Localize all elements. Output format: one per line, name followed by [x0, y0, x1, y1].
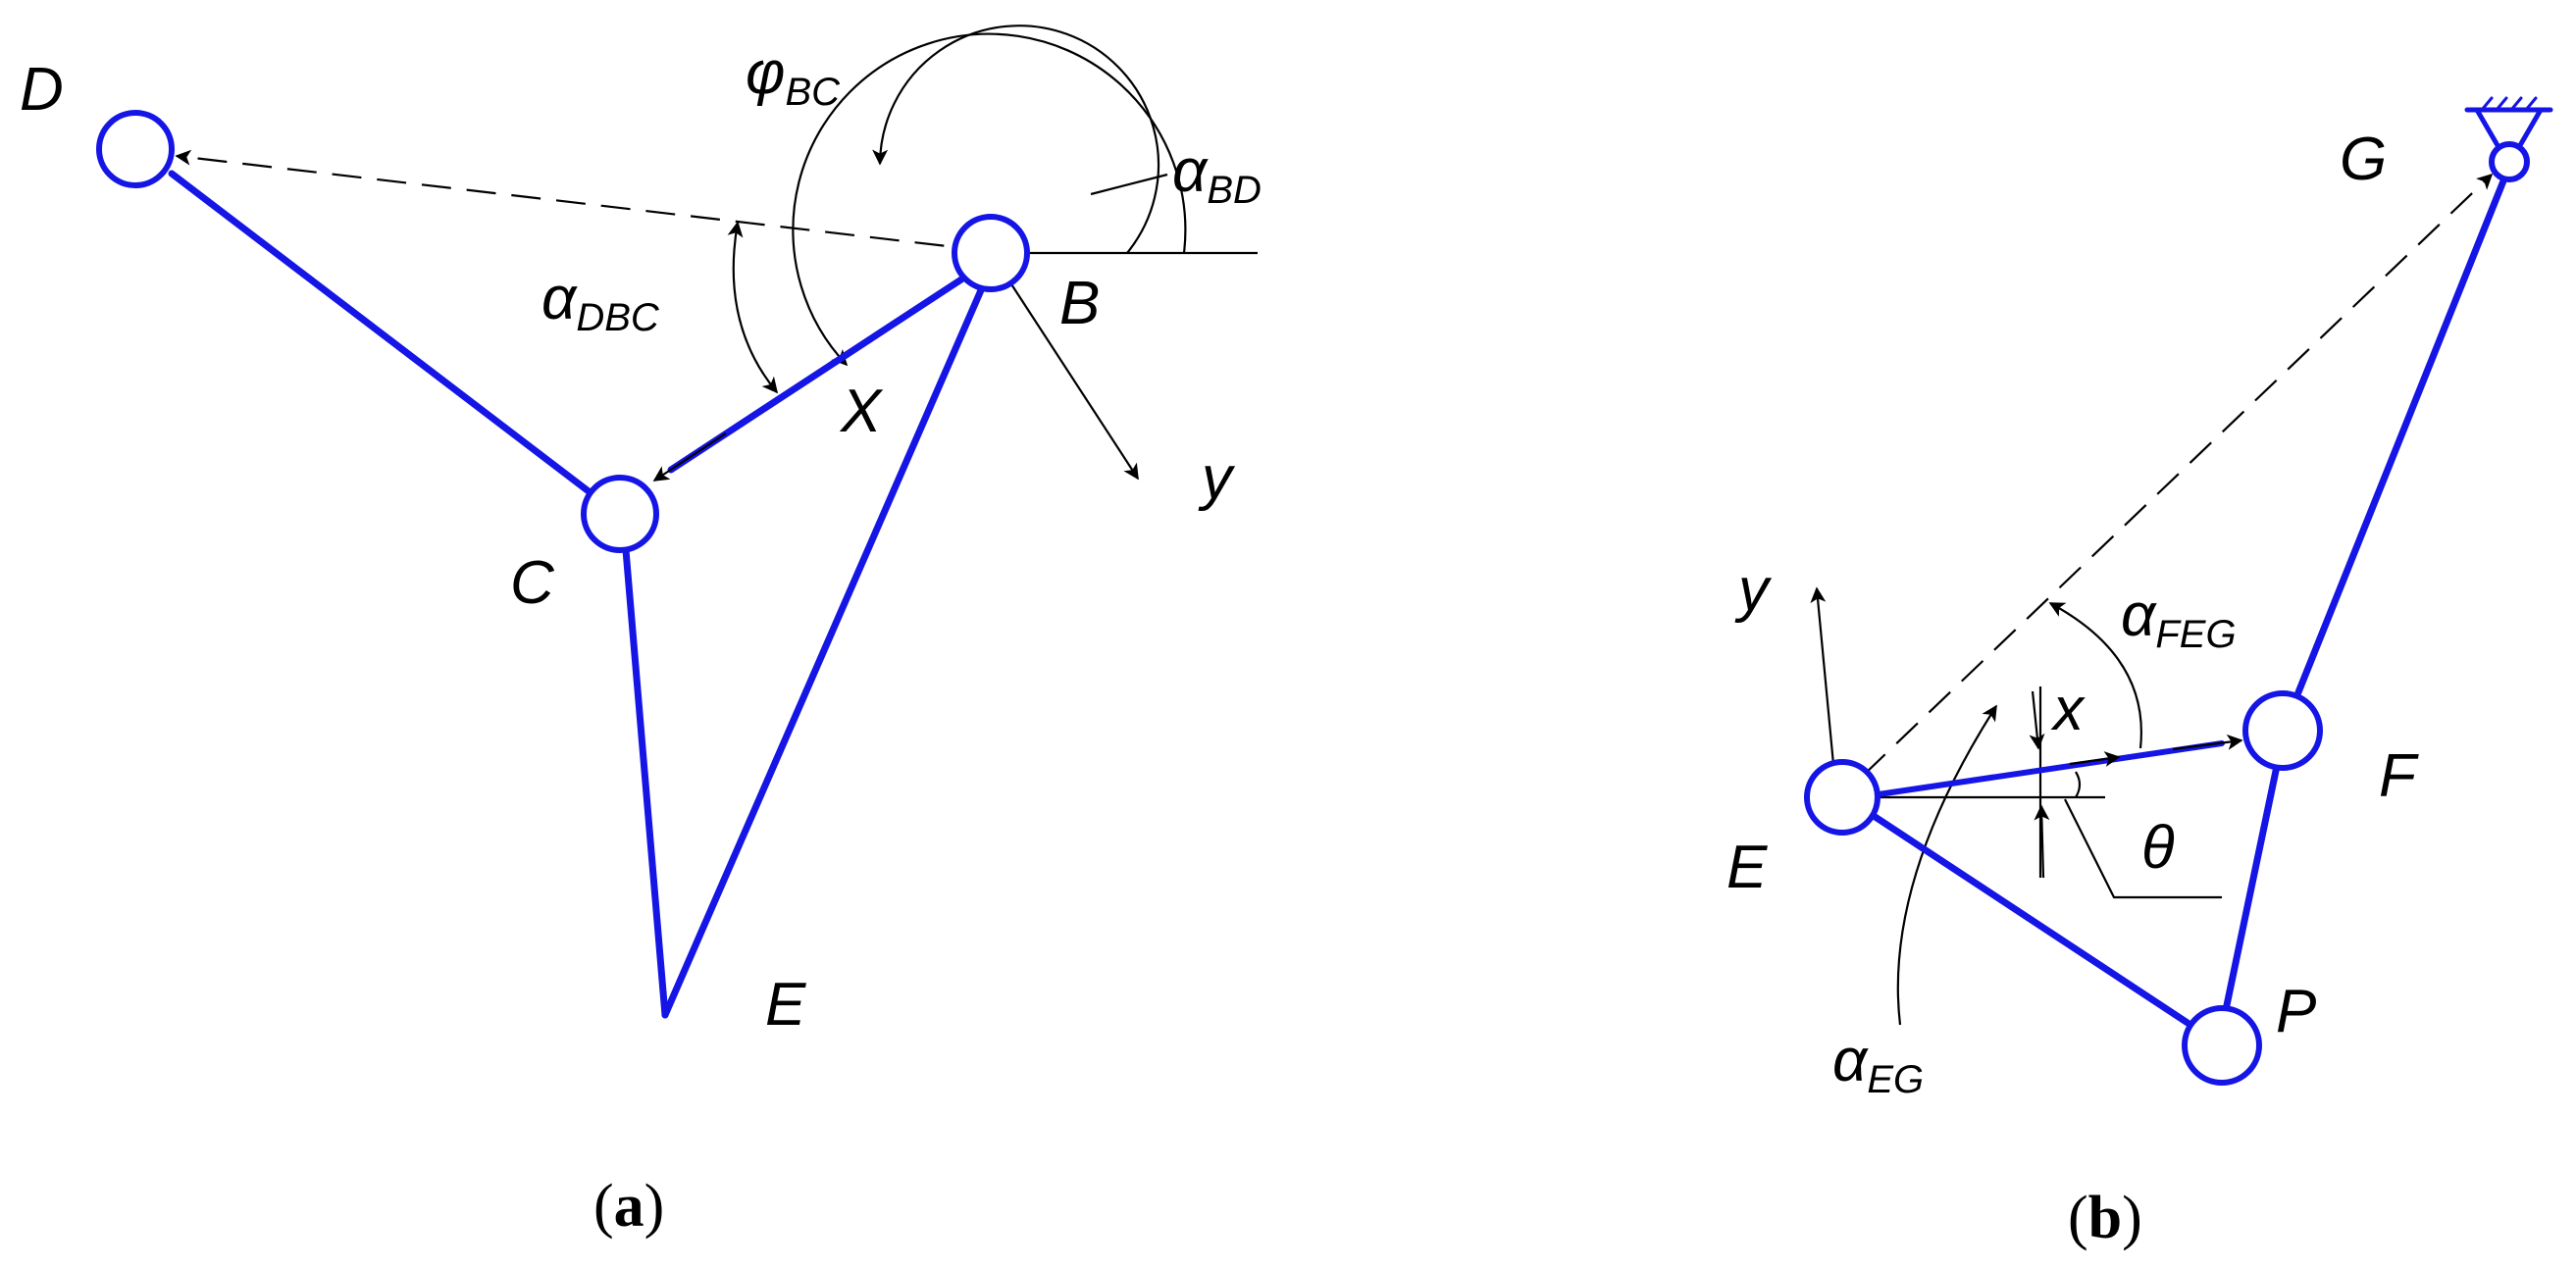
joint-p — [2182, 1005, 2262, 1086]
arc-alpha-dbc — [727, 221, 779, 394]
label-alpha-feg: αFEG — [2121, 582, 2237, 656]
caption-a-letter: a — [614, 1173, 644, 1240]
theta-arrow-top — [2029, 690, 2045, 750]
label-alpha-bd-sub: BD — [1207, 169, 1262, 212]
label-e-a: E — [765, 971, 806, 1039]
caption-b-close: ) — [2122, 1185, 2142, 1251]
label-alpha-dbc-main: α — [541, 265, 578, 332]
label-b: B — [1059, 270, 1100, 337]
line-b-to-d-dashed — [175, 149, 990, 253]
x-axis-arrow-a — [652, 432, 727, 482]
link-e-p — [1870, 812, 2191, 1027]
link-c-e — [622, 546, 669, 1019]
label-c: C — [510, 549, 555, 617]
caption-b-letter: b — [2088, 1185, 2122, 1251]
label-g: G — [2340, 126, 2387, 193]
label-x-b: x — [2050, 676, 2086, 743]
panel-b: G E F P x y θ αFEG αEG (b) — [1726, 96, 2553, 1251]
arc-phi-bc — [792, 32, 1187, 367]
arc-alpha-bd — [872, 25, 1160, 254]
label-y-b: y — [1734, 556, 1773, 624]
label-alpha-bd: αBD — [1172, 137, 1262, 212]
x-axis-arrow-b — [2172, 734, 2243, 751]
label-phi-bc-sub: BC — [785, 71, 841, 114]
joint-c — [581, 475, 659, 553]
label-alpha-dbc-sub: DBC — [576, 296, 660, 339]
link-d-c — [168, 170, 592, 495]
label-p: P — [2276, 978, 2316, 1045]
ground-hatch-4 — [2524, 96, 2538, 112]
arc-alpha-eg — [1896, 704, 1997, 1026]
label-alpha-feg-sub: FEG — [2155, 613, 2236, 656]
label-alpha-eg: αEG — [1832, 1027, 1924, 1101]
line-e-to-g-dashed — [1863, 173, 2494, 776]
caption-a-close: ) — [644, 1173, 665, 1240]
ground-hatch-3 — [2509, 96, 2523, 112]
y-axis-arrow-a — [1002, 270, 1139, 481]
ground-hatch-2 — [2495, 96, 2508, 112]
ground-leg-right — [2516, 107, 2544, 150]
caption-b: (b) — [2068, 1185, 2142, 1251]
joint-e — [1804, 759, 1880, 836]
label-alpha-eg-main: α — [1832, 1027, 1869, 1094]
theta-arrow-bottom — [2034, 804, 2050, 879]
label-f: F — [2379, 742, 2419, 810]
link-e-f — [1876, 740, 2225, 797]
leader-theta — [2064, 798, 2222, 899]
joint-b — [952, 214, 1030, 292]
label-y-a: y — [1198, 444, 1236, 512]
arc-theta-small — [2075, 771, 2082, 798]
caption-b-open: ( — [2068, 1185, 2088, 1251]
label-alpha-feg-main: α — [2121, 582, 2157, 649]
label-alpha-dbc: αDBC — [541, 265, 660, 339]
caption-a: (a) — [593, 1173, 664, 1240]
arc-alpha-feg — [2048, 602, 2142, 749]
ground-hatch-1 — [2480, 96, 2494, 112]
joint-d — [96, 110, 175, 188]
link-p-f — [2223, 767, 2280, 1009]
label-alpha-eg-sub: EG — [1867, 1058, 1924, 1101]
panel-a: D B C E X y φBC αBD αDBC (a) — [20, 25, 1262, 1240]
x-axis-arrow-b-2 — [2069, 751, 2121, 767]
label-phi-bc: φBC — [746, 39, 841, 114]
ground-support-g — [2464, 96, 2553, 150]
link-b-e — [661, 286, 985, 1019]
leader-alpha-bd — [1090, 173, 1168, 196]
caption-a-open: ( — [593, 1173, 614, 1240]
label-x-a: X — [839, 378, 884, 445]
label-alpha-bd-main: α — [1172, 137, 1209, 205]
ground-leg-left — [2474, 107, 2501, 150]
label-theta: θ — [2141, 814, 2175, 882]
y-axis-arrow-b — [1810, 586, 1836, 776]
joint-g — [2489, 141, 2530, 182]
label-d: D — [20, 56, 64, 124]
link-f-g — [2294, 175, 2508, 696]
label-phi-bc-main: φ — [746, 39, 785, 107]
label-e-b: E — [1726, 834, 1768, 901]
joint-f — [2242, 690, 2323, 771]
